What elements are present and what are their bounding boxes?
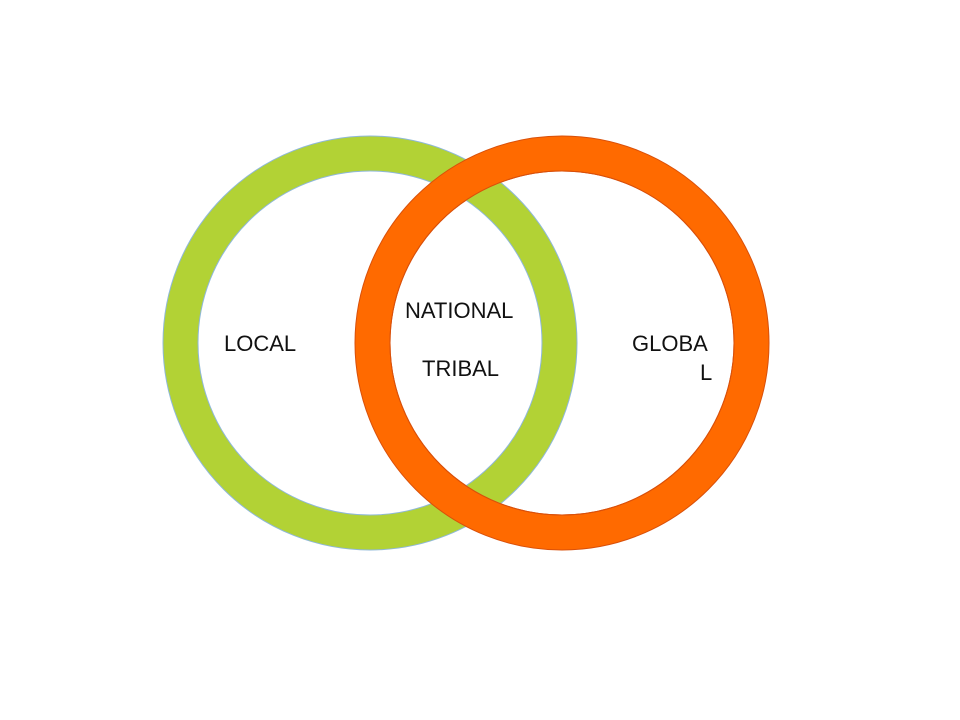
label-global-line1: GLOBA bbox=[632, 331, 708, 356]
label-local: LOCAL bbox=[224, 331, 296, 356]
label-global-line2: L bbox=[700, 360, 712, 385]
label-national: NATIONAL bbox=[405, 298, 513, 323]
label-tribal: TRIBAL bbox=[422, 356, 499, 381]
local-ring-overlap-band bbox=[390, 171, 578, 515]
